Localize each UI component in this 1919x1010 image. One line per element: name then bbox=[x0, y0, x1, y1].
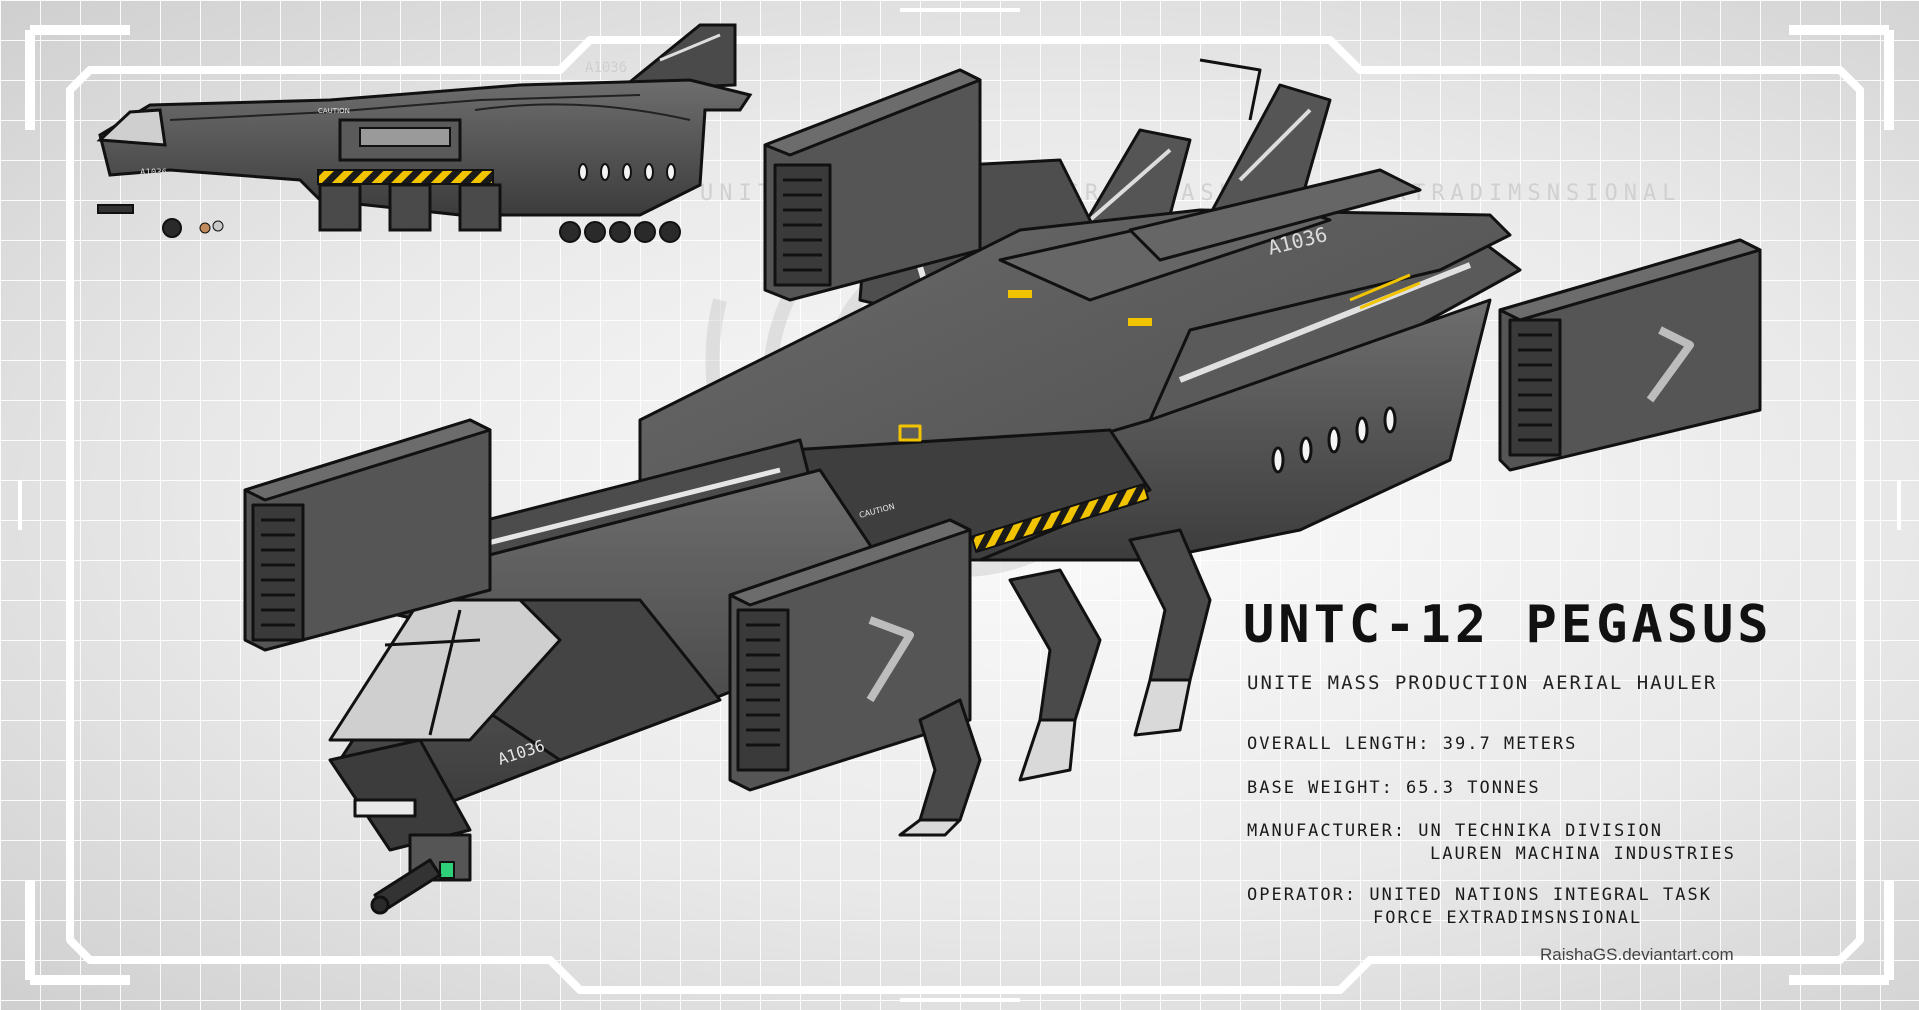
spec-operator-cont: FORCE EXTRADIMSNSIONAL bbox=[1373, 908, 1643, 928]
main-aircraft-illustration bbox=[243, 58, 1762, 915]
page-subtitle: UNITE MASS PRODUCTION AERIAL HAULER bbox=[1247, 672, 1718, 694]
side-caution-label: CAUTION bbox=[318, 107, 350, 115]
frame-border bbox=[25, 25, 1894, 994]
spec-operator: OPERATOR: UNITED NATIONS INTEGRAL TASK bbox=[1247, 885, 1712, 905]
spec-manufacturer-cont: LAUREN MACHINA INDUSTRIES bbox=[1430, 844, 1736, 864]
artist-credit: RaishaGS.deviantart.com bbox=[1540, 945, 1734, 964]
frame-tick-marks bbox=[18, 8, 1901, 1002]
side-hull-code: A1036 bbox=[585, 60, 627, 76]
spec-weight: BASE WEIGHT: 65.3 TONNES bbox=[1247, 778, 1541, 798]
spec-length: OVERALL LENGTH: 39.7 METERS bbox=[1247, 734, 1578, 754]
spec-manufacturer: MANUFACTURER: UN TECHNIKA DIVISION bbox=[1247, 821, 1663, 841]
side-nose-code: A1036 bbox=[140, 168, 167, 178]
engine-grilles bbox=[261, 178, 1552, 747]
page-title: UNTC-12 PEGASUS bbox=[1243, 595, 1773, 655]
side-view-aircraft: A1036 A1036 CAUTION bbox=[96, 23, 753, 243]
